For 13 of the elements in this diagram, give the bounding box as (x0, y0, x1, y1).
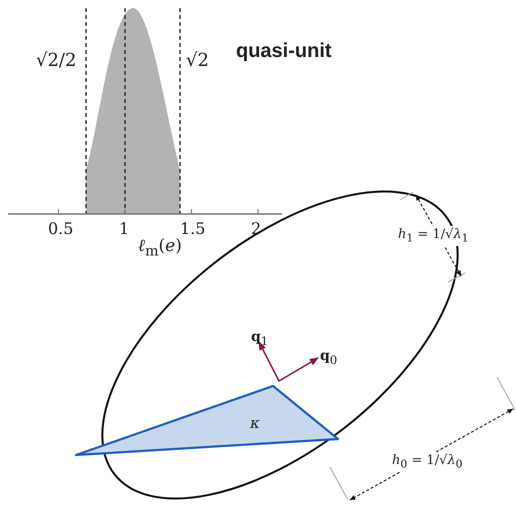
element-label: κ (250, 416, 260, 431)
fraction-label: √2/2 (36, 52, 76, 70)
tick-label: 1 (119, 221, 130, 237)
tick-label: 2 (251, 221, 262, 237)
chart-title: quasi-unit (236, 41, 332, 61)
tick-label: 0.5 (48, 221, 74, 237)
axis-label: ℓ$_{m}$(e) (138, 238, 182, 259)
vector-label: q$_{1}$ (251, 330, 268, 348)
dashed-line-label: √2 (186, 52, 209, 70)
dimension-label: h$_{0}$ = 1/√λ$_{0}$ (390, 452, 464, 472)
tick-label: 1.5 (180, 221, 206, 237)
vector-label: q$_{0}$ (320, 349, 338, 366)
triangle-element (74, 384, 342, 458)
